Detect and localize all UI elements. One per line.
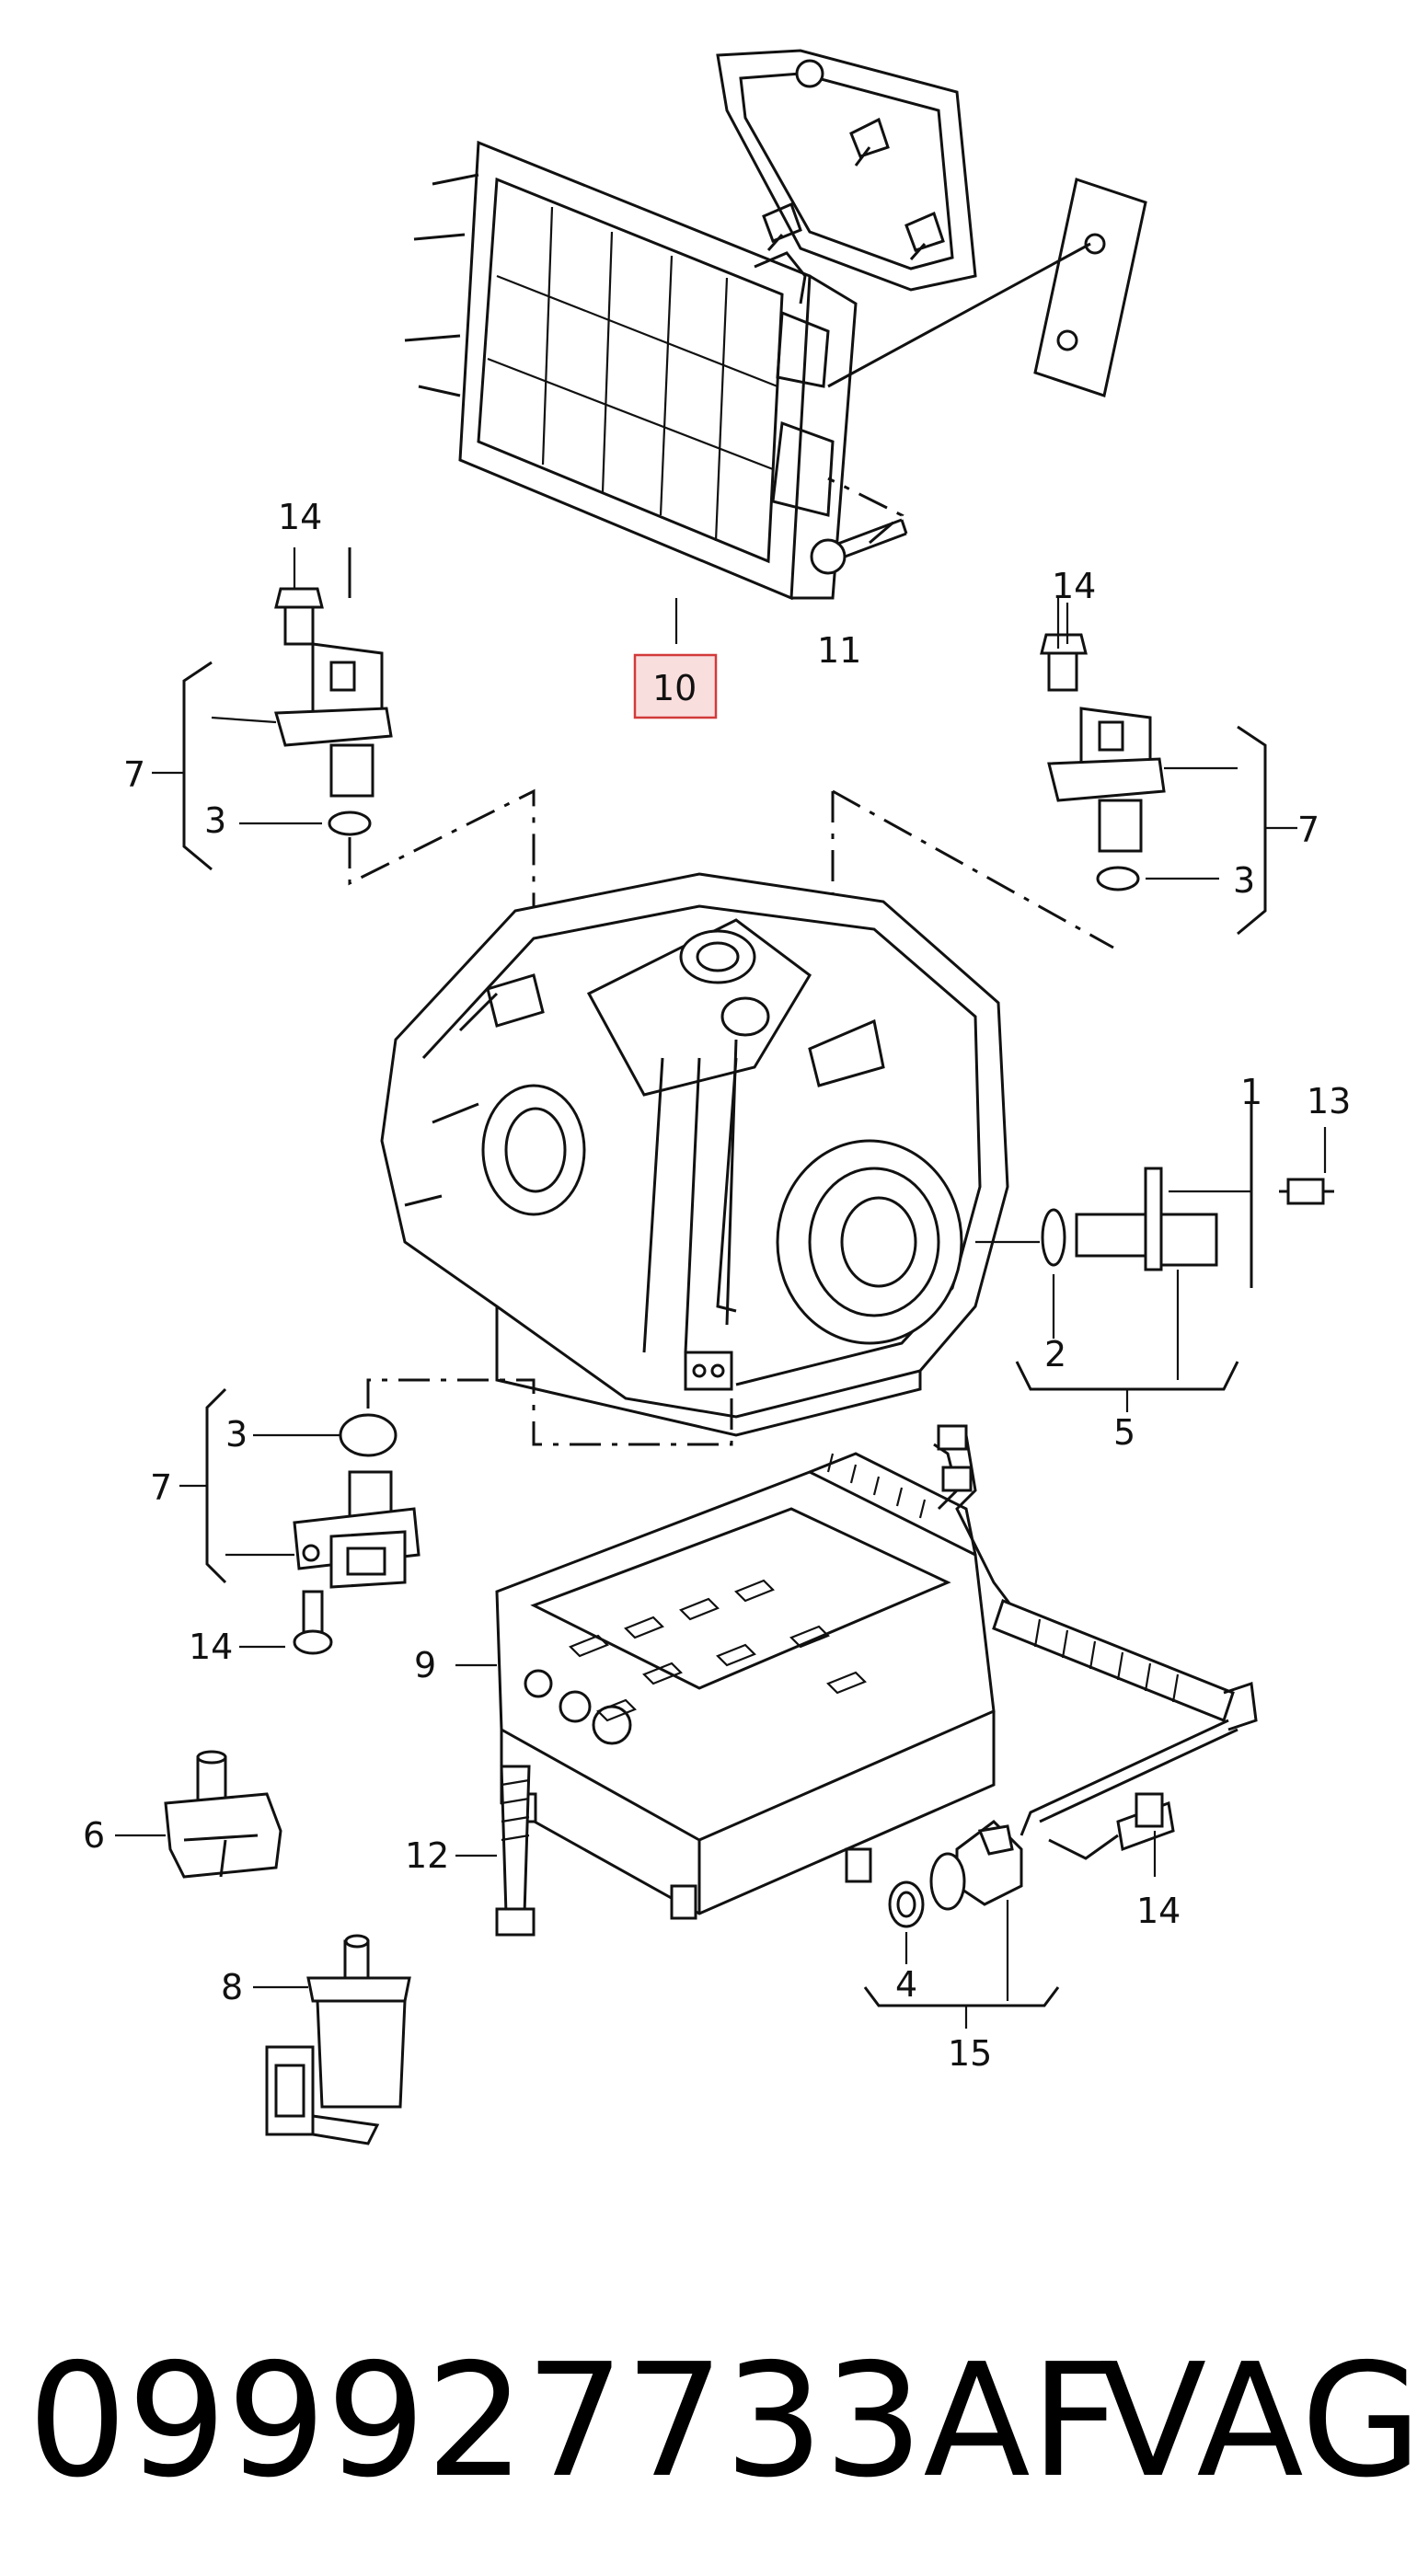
label-13: 13 [1307,1081,1351,1121]
transmission-housing-drawing [366,872,1009,1446]
label-3-top-left: 3 [204,800,226,841]
part-labels: 14 11 14 7 3 7 3 1 13 2 5 3 7 14 9 6 12 … [83,497,1351,2074]
label-14-top-right: 14 [1052,566,1096,606]
sensor-left-middle-drawing [179,1387,420,1655]
label-7-top-left: 7 [123,754,145,795]
label-9: 9 [414,1645,436,1685]
highlighted-callout[interactable]: 10 [633,653,718,719]
label-15: 15 [948,2033,992,2074]
caption-brand: VAG [1100,2330,1417,2513]
label-8: 8 [221,1967,243,2007]
label-14-top-left: 14 [278,497,322,537]
sensor-top-left-drawing [152,547,536,975]
small-parts-drawing [115,547,1069,2145]
label-4: 4 [895,1964,917,2005]
label-3-middle: 3 [225,1414,248,1455]
label-7-top-right: 7 [1297,810,1319,850]
caption-part-number: 099927733AF [28,2330,1121,2513]
valve-body-drawing [455,1452,996,1920]
control-unit-drawing [404,49,1147,644]
label-10-highlighted: 10 [652,668,697,708]
label-2: 2 [1044,1334,1066,1374]
label-14-bottom-right: 14 [1136,1891,1181,1931]
wiring-harness-drawing [863,1424,1258,2029]
label-6: 6 [83,1815,105,1856]
label-11: 11 [817,630,861,671]
label-3-top-right: 3 [1233,860,1255,901]
label-1: 1 [1240,1072,1262,1112]
speed-sensor-right-drawing [975,1104,1334,1412]
label-5: 5 [1113,1412,1135,1453]
caption: 099927733AF VAG [28,2330,1417,2513]
label-14-middle: 14 [189,1627,233,1667]
label-12: 12 [405,1835,449,1876]
label-7-middle: 7 [150,1467,172,1508]
highlight-box [633,653,718,719]
